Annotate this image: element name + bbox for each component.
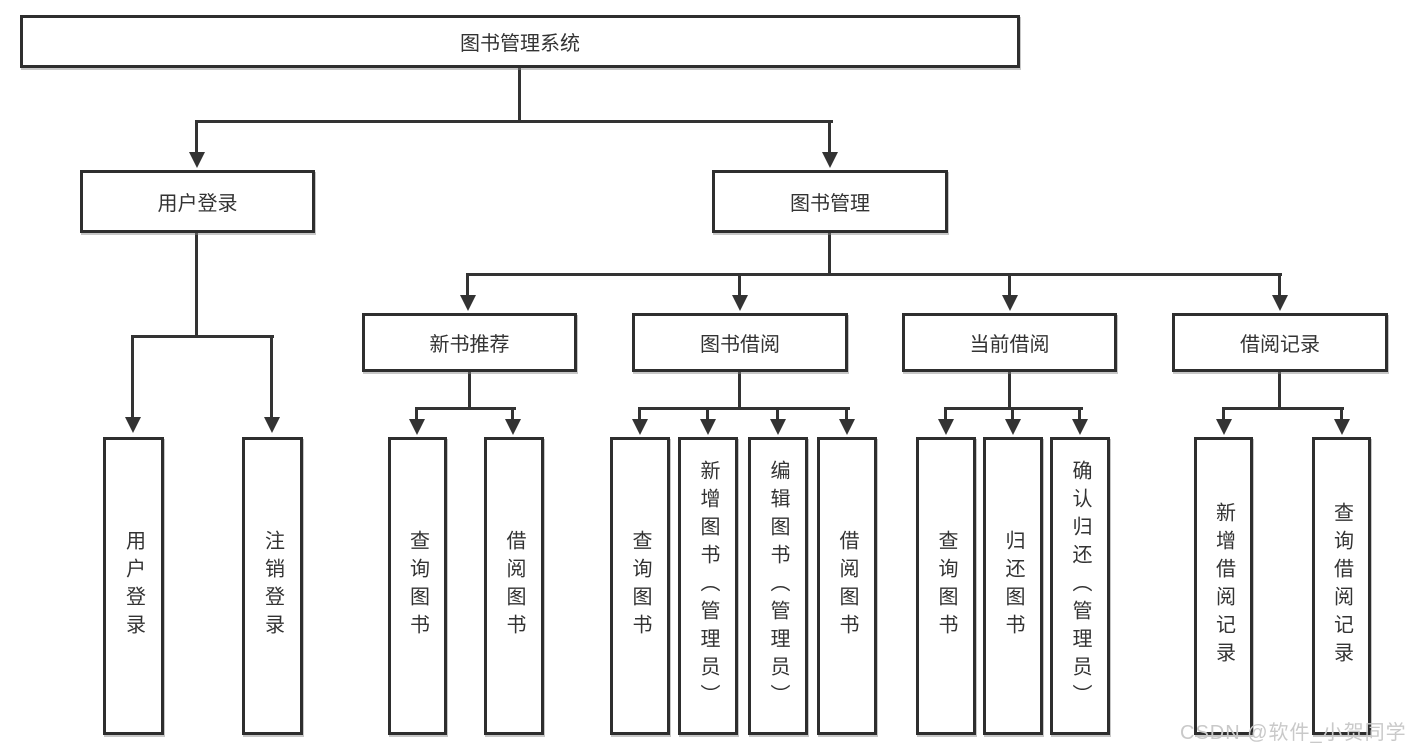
leaf-label: 查询借阅记录 xyxy=(1330,502,1353,670)
edge-drop-leaf xyxy=(706,407,709,419)
leaf-add-books-admin: 新增图书（管理员） xyxy=(678,437,738,735)
node-borrow-records-label: 借阅记录 xyxy=(1240,334,1320,356)
leaf-confirm-return-admin: 确认归还（管理员） xyxy=(1050,437,1110,735)
leaf-label: 归还图书 xyxy=(1002,530,1024,642)
arrowhead-icon xyxy=(409,419,425,435)
arrowhead-icon xyxy=(839,419,855,435)
edge-drop-level3 xyxy=(738,273,741,297)
leaf-logout: 注销登录 xyxy=(242,437,303,735)
edge-book-mgmt-branch xyxy=(466,273,1282,276)
node-borrow-records: 借阅记录 xyxy=(1172,313,1388,372)
leaf-add-borrow-record: 新增借阅记录 xyxy=(1194,437,1253,735)
leaf-label: 用户登录 xyxy=(122,530,145,642)
edge-drop-level3 xyxy=(1278,273,1281,297)
node-new-book-rec-label: 新书推荐 xyxy=(429,334,510,356)
node-root-label: 图书管理系统 xyxy=(460,33,580,55)
edge-drop-leaf xyxy=(776,407,779,419)
edge-root-stub xyxy=(518,68,521,120)
leaf-label: 编辑图书（管理员） xyxy=(767,460,789,712)
leaf-query-books-2: 查询图书 xyxy=(610,437,670,735)
node-user-login: 用户登录 xyxy=(80,170,315,233)
edge-drop-leaf xyxy=(1340,407,1343,419)
edge-drop-leaf xyxy=(944,407,947,419)
node-book-borrow: 图书借阅 xyxy=(632,313,848,372)
leaf-label: 查询图书 xyxy=(629,530,651,642)
node-root: 图书管理系统 xyxy=(20,15,1020,68)
arrowhead-icon xyxy=(770,419,786,435)
leaf-label: 借阅图书 xyxy=(503,530,525,642)
arrowhead-icon xyxy=(822,152,838,168)
edge-drop-leaf xyxy=(131,335,134,419)
edge-drop-leaf xyxy=(270,335,273,419)
node-new-book-rec: 新书推荐 xyxy=(362,313,577,372)
arrowhead-icon xyxy=(700,419,716,435)
edge-book-mgmt-stub xyxy=(828,233,831,275)
node-book-borrow-label: 图书借阅 xyxy=(700,334,780,356)
leaf-label: 新增图书（管理员） xyxy=(697,460,719,712)
edge-borrow-records-branch xyxy=(1222,407,1344,410)
node-book-mgmt-label: 图书管理 xyxy=(790,193,870,215)
edge-book-borrow-branch xyxy=(638,407,850,410)
edge-drop-leaf xyxy=(1078,407,1081,419)
arrowhead-icon xyxy=(938,419,954,435)
arrowhead-icon xyxy=(460,295,476,311)
edge-user-login-branch xyxy=(131,335,274,338)
edge-drop-leaf xyxy=(638,407,641,419)
leaf-label: 新增借阅记录 xyxy=(1212,502,1235,670)
arrowhead-icon xyxy=(189,152,205,168)
arrowhead-icon xyxy=(264,417,280,433)
edge-drop-leaf xyxy=(1222,407,1225,419)
leaf-return-books: 归还图书 xyxy=(983,437,1043,735)
arrowhead-icon xyxy=(1005,419,1021,435)
edge-current-borrow-stub xyxy=(1008,372,1011,409)
edge-user-login-stub xyxy=(195,233,198,337)
edge-root-branch xyxy=(195,120,833,123)
node-book-mgmt: 图书管理 xyxy=(712,170,948,233)
leaf-edit-books-admin: 编辑图书（管理员） xyxy=(748,437,808,735)
edge-drop-leaf xyxy=(415,407,418,419)
edge-book-borrow-stub xyxy=(738,372,741,409)
edge-drop-leaf xyxy=(511,407,514,419)
edge-drop-level3 xyxy=(466,273,469,297)
leaf-borrow-books-2: 借阅图书 xyxy=(817,437,877,735)
leaf-query-books-1: 查询图书 xyxy=(388,437,447,735)
watermark: CSDN @软件_小贺同学 xyxy=(1180,722,1405,744)
leaf-query-borrow-record: 查询借阅记录 xyxy=(1312,437,1371,735)
arrowhead-icon xyxy=(632,419,648,435)
arrowhead-icon xyxy=(1216,419,1232,435)
leaf-label: 查询图书 xyxy=(935,530,957,642)
leaf-label: 注销登录 xyxy=(261,530,284,642)
node-current-borrow-label: 当前借阅 xyxy=(969,334,1050,356)
leaf-label: 确认归还（管理员） xyxy=(1069,460,1091,712)
node-current-borrow: 当前借阅 xyxy=(902,313,1117,372)
arrowhead-icon xyxy=(505,419,521,435)
leaf-user-login: 用户登录 xyxy=(103,437,164,735)
arrowhead-icon xyxy=(1334,419,1350,435)
arrowhead-icon xyxy=(125,417,141,433)
edge-drop-user-login xyxy=(195,120,198,154)
arrowhead-icon xyxy=(1272,295,1288,311)
leaf-borrow-books-1: 借阅图书 xyxy=(484,437,544,735)
arrowhead-icon xyxy=(732,295,748,311)
edge-borrow-records-stub xyxy=(1278,372,1281,409)
edge-drop-leaf xyxy=(1011,407,1014,419)
edge-new-book-rec-stub xyxy=(468,372,471,409)
edge-drop-book-mgmt xyxy=(828,120,831,154)
edge-drop-leaf xyxy=(845,407,848,419)
edge-drop-level3 xyxy=(1008,273,1011,297)
node-user-login-label: 用户登录 xyxy=(157,193,238,215)
leaf-label: 查询图书 xyxy=(406,530,429,642)
arrowhead-icon xyxy=(1002,295,1018,311)
leaf-label: 借阅图书 xyxy=(836,530,858,642)
leaf-query-books-3: 查询图书 xyxy=(916,437,976,735)
arrowhead-icon xyxy=(1072,419,1088,435)
edge-new-book-rec-branch xyxy=(415,407,516,410)
